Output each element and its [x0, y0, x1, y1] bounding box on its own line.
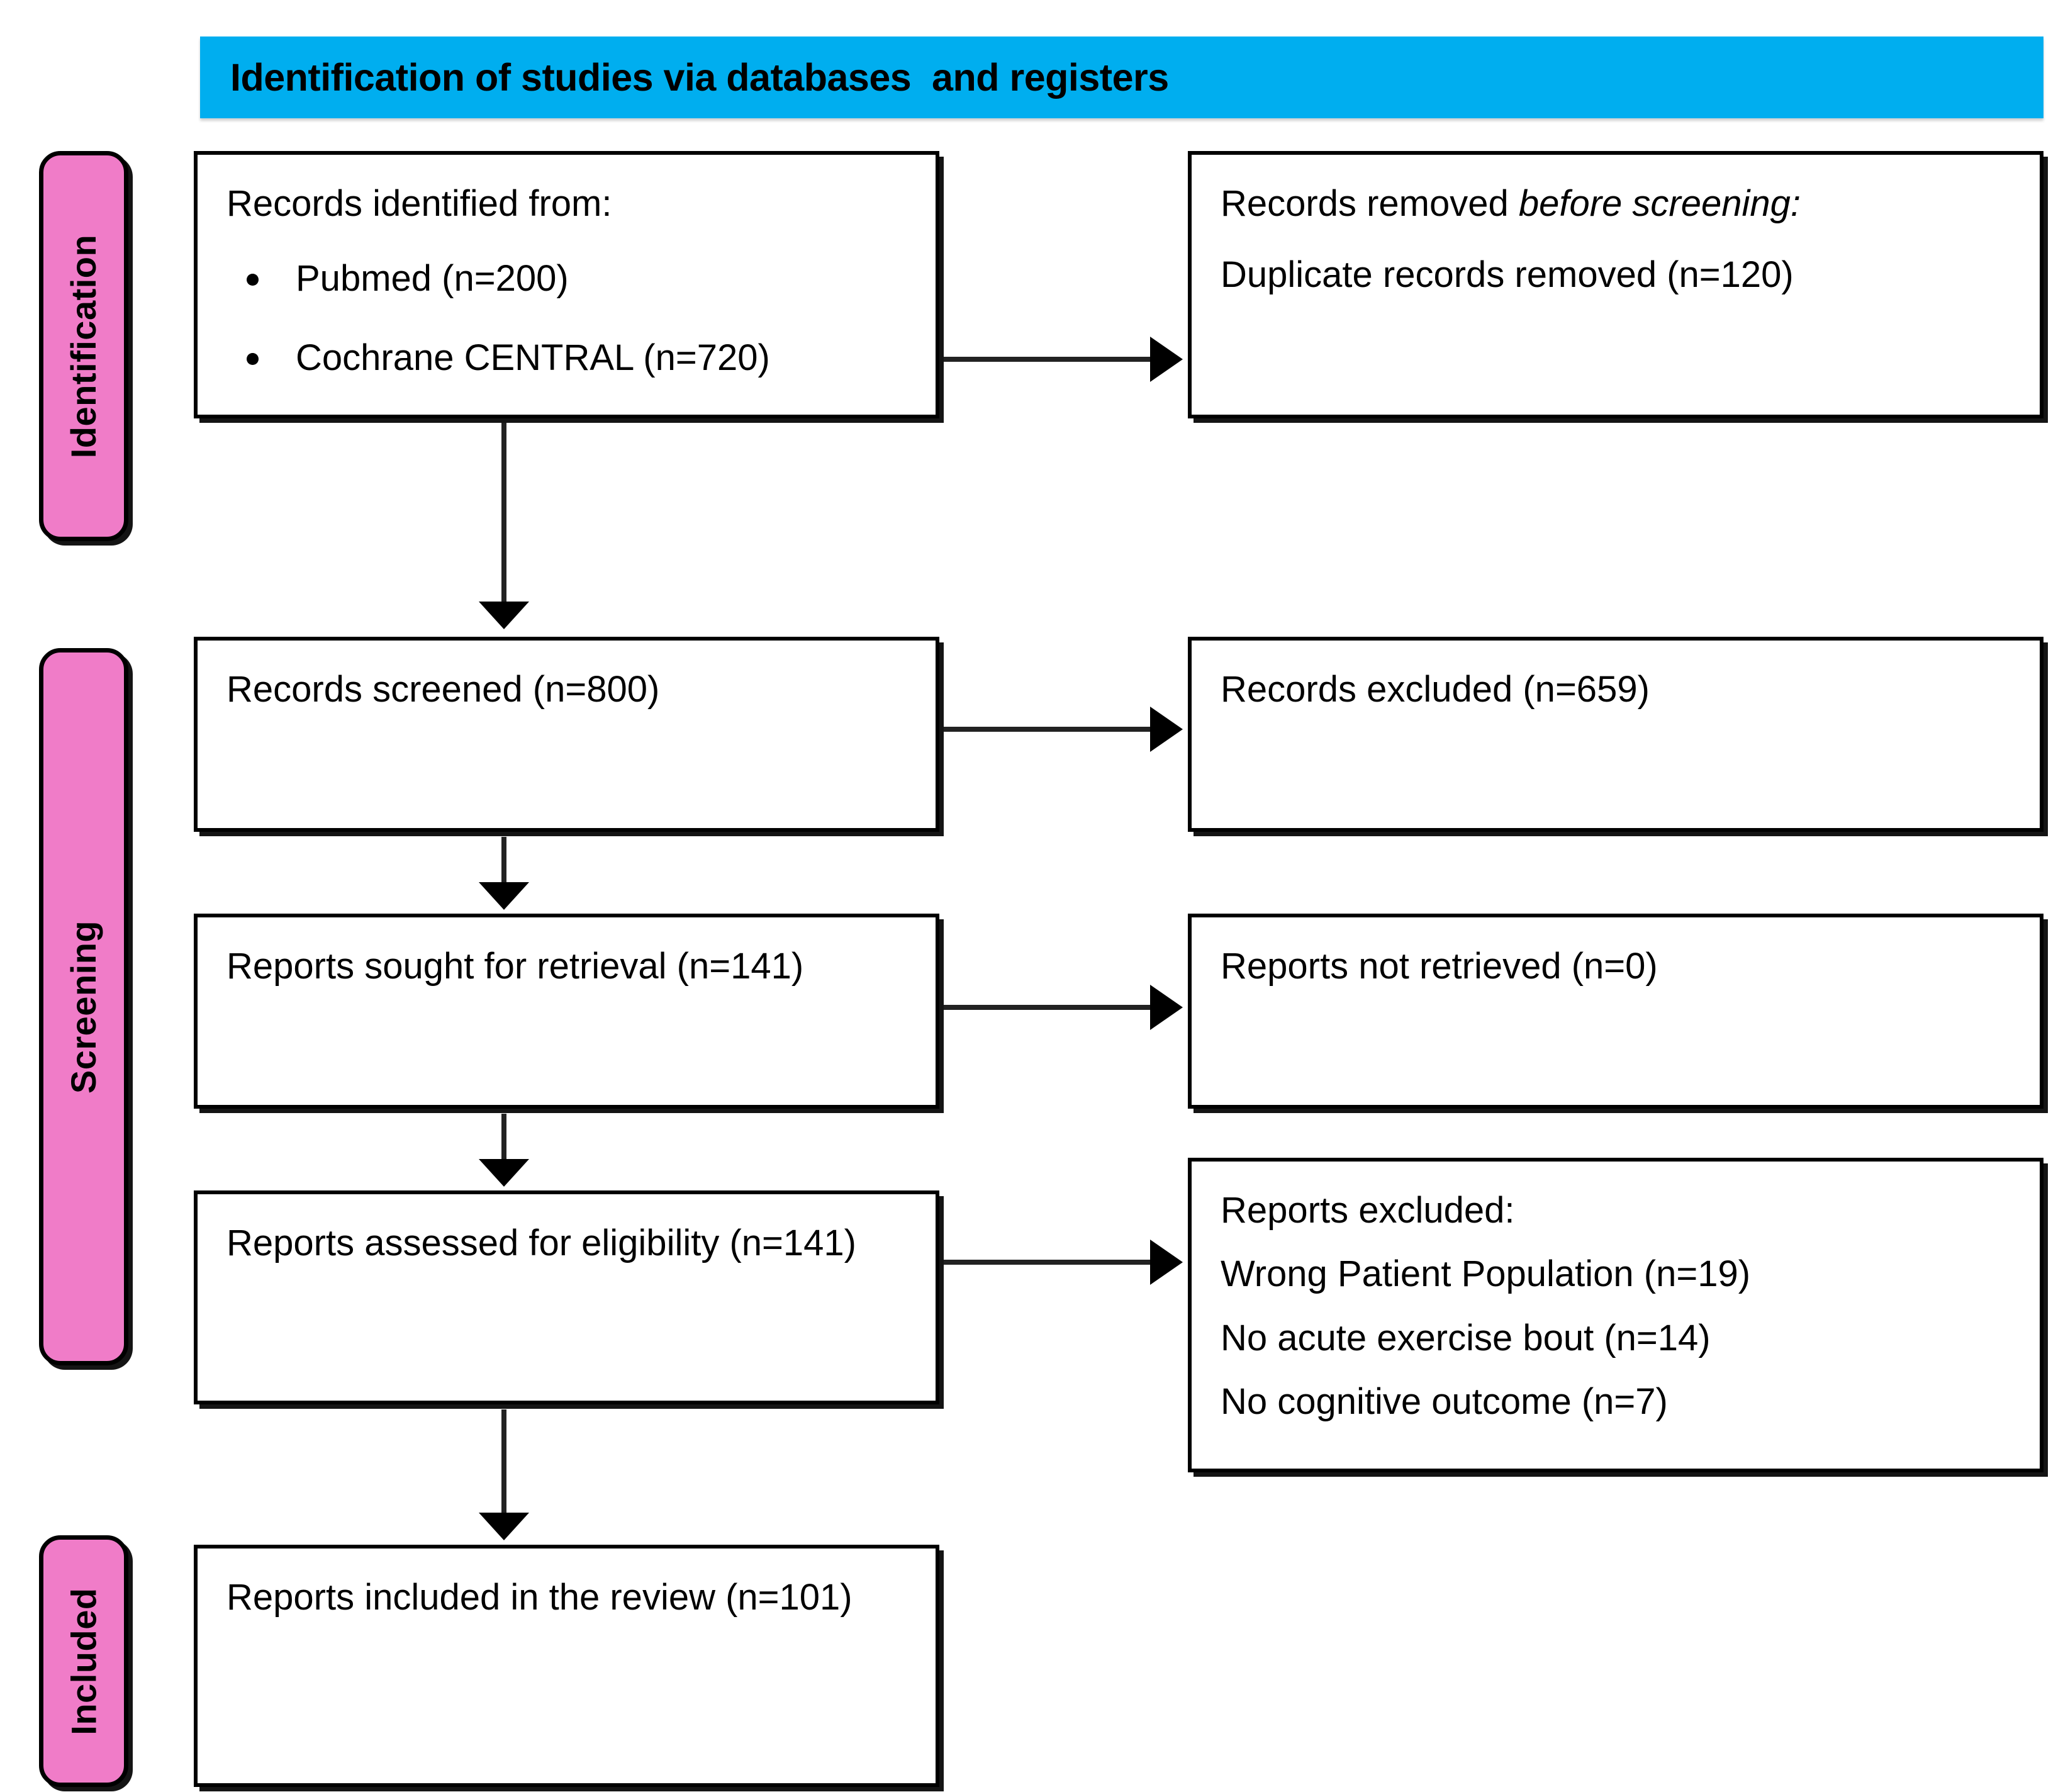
box-records-identified: Records identified from: Pubmed (n=200) … [194, 151, 939, 418]
stage-tab-included: Included [39, 1535, 128, 1787]
stage-tab-screening: Screening [39, 648, 128, 1365]
arrow-sought-to-assessed [501, 1114, 506, 1163]
box-records-removed-before-screening: Records removed before screening: Duplic… [1188, 151, 2043, 418]
arrow-assessed-to-included [501, 1409, 506, 1516]
exclusion-reason: Wrong Patient Population (n=19) [1221, 1253, 1751, 1295]
stage-tab-identification-label: Identification [64, 234, 104, 458]
box-records-excluded-text: Records excluded (n=659) [1221, 669, 1650, 710]
arrow-sought-to-not-retrieved [944, 1005, 1154, 1010]
list-item: Pubmed (n=200) [247, 257, 910, 300]
box-records-screened: Records screened (n=800) [194, 637, 939, 832]
box-reports-excluded-heading: Reports excluded: [1221, 1190, 1515, 1231]
box-reports-included-text: Reports included in the review (n=101) [226, 1577, 853, 1618]
box-records-removed-heading: Records removed before screening: [1221, 182, 2015, 225]
stage-tab-identification: Identification [39, 151, 128, 541]
box-reports-not-retrieved-text: Reports not retrieved (n=0) [1221, 946, 1658, 987]
records-identified-source-list: Pubmed (n=200) Cochrane CENTRAL (n=720) [226, 257, 910, 379]
stage-tab-screening-label: Screening [64, 920, 104, 1094]
exclusion-reason: No cognitive outcome (n=7) [1221, 1380, 1668, 1422]
box-reports-sought-for-retrieval: Reports sought for retrieval (n=141) [194, 914, 939, 1109]
box-reports-assessed-text: Reports assessed for eligibility (n=141) [226, 1223, 856, 1263]
stage-tab-included-label: Included [64, 1587, 104, 1735]
exclusion-reason: No acute exercise bout (n=14) [1221, 1317, 1711, 1358]
arrow-identified-to-removed [944, 357, 1154, 362]
arrow-assessed-to-reports-excluded [944, 1260, 1154, 1265]
box-records-identified-heading: Records identified from: [226, 183, 612, 224]
box-records-screened-text: Records screened (n=800) [226, 669, 660, 710]
box-reports-not-retrieved: Reports not retrieved (n=0) [1188, 914, 2043, 1109]
diagram-banner: Identification of studies via databases … [200, 36, 2043, 118]
box-reports-assessed-for-eligibility: Reports assessed for eligibility (n=141) [194, 1190, 939, 1404]
banner-title: Identification of studies via databases … [230, 56, 1169, 99]
box-duplicate-records-removed-text: Duplicate records removed (n=120) [1221, 254, 1794, 296]
box-reports-sought-text: Reports sought for retrieval (n=141) [226, 946, 804, 987]
records-removed-plain: Records removed [1221, 183, 1519, 224]
arrow-identified-to-screened [501, 423, 506, 605]
box-reports-included-in-review: Reports included in the review (n=101) [194, 1545, 939, 1787]
arrow-screened-to-sought [501, 837, 506, 886]
records-removed-italic: before screening: [1518, 183, 1801, 224]
box-reports-excluded-reasons: Reports excluded: Wrong Patient Populati… [1188, 1158, 2043, 1472]
arrow-screened-to-excluded [944, 727, 1154, 732]
list-item: Cochrane CENTRAL (n=720) [247, 337, 910, 379]
box-records-excluded: Records excluded (n=659) [1188, 637, 2043, 832]
